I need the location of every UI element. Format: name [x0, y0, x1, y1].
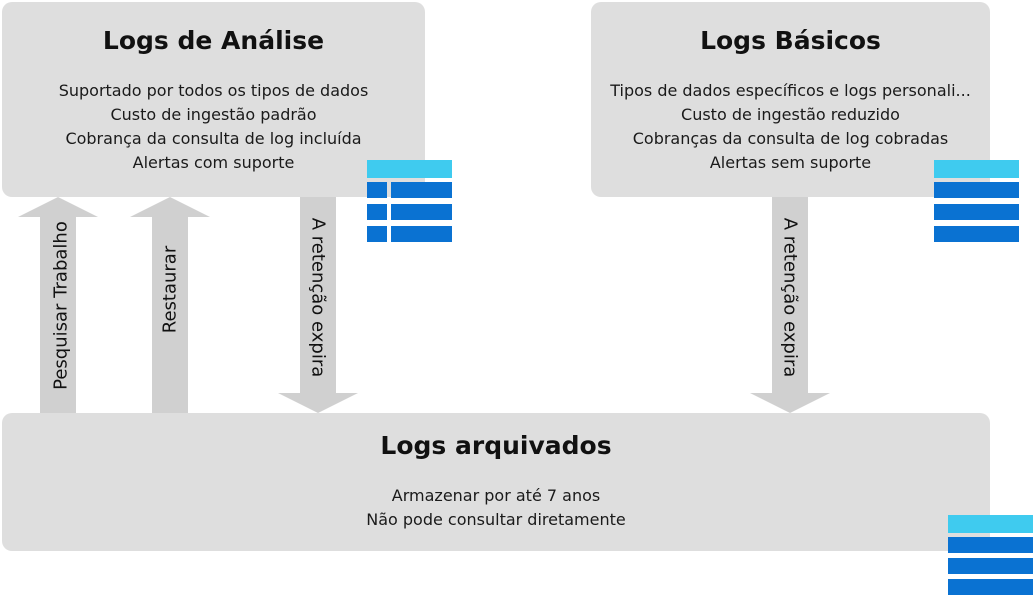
- table-icon: [948, 515, 1033, 595]
- restore-label: Restaurar: [159, 245, 181, 334]
- basic-logs-box: Logs Básicos Tipos de dados específicos …: [591, 2, 990, 197]
- archived-feature: Não pode consultar diretamente: [366, 510, 626, 529]
- retention-expires-analytics-label: A retenção expira: [307, 217, 329, 378]
- search-job-arrow: [18, 197, 98, 413]
- retention-expires-basic-arrow: [750, 197, 830, 413]
- archived-feature: Armazenar por até 7 anos: [391, 486, 601, 505]
- search-job-label: Pesquisar Trabalho: [50, 221, 72, 390]
- basic-feature: Cobranças da consulta de log cobradas: [632, 129, 949, 148]
- basic-feature: Tipos de dados específicos e logs person…: [610, 81, 971, 100]
- restore-arrow: [130, 197, 210, 413]
- archived-logs-box: Logs arquivados Armazenar por até 7 anos…: [2, 413, 990, 551]
- archived-logs-features: Armazenar por até 7 anos Não pode consul…: [2, 484, 990, 532]
- retention-expires-analytics-arrow: [278, 197, 358, 413]
- analytics-logs-title: Logs de Análise: [102, 26, 325, 55]
- basic-logs-title: Logs Básicos: [700, 26, 881, 55]
- analytics-logs-box: Logs de Análise Suportado por todos os t…: [2, 2, 425, 197]
- table-icon: [367, 160, 452, 242]
- analytics-feature: Suportado por todos os tipos de dados: [58, 81, 369, 100]
- retention-expires-basic-label: A retenção expira: [779, 217, 801, 378]
- table-icon: [934, 160, 1019, 242]
- analytics-logs-features: Suportado por todos os tipos de dados Cu…: [2, 79, 425, 175]
- analytics-feature: Custo de ingestão padrão: [110, 105, 317, 124]
- basic-logs-features: Tipos de dados específicos e logs person…: [591, 79, 990, 175]
- analytics-feature: Cobrança da consulta de log incluída: [65, 129, 362, 148]
- analytics-feature: Alertas com suporte: [132, 153, 295, 172]
- basic-feature: Alertas sem suporte: [709, 153, 872, 172]
- archived-logs-title: Logs arquivados: [380, 431, 612, 460]
- basic-feature: Custo de ingestão reduzido: [681, 105, 900, 124]
